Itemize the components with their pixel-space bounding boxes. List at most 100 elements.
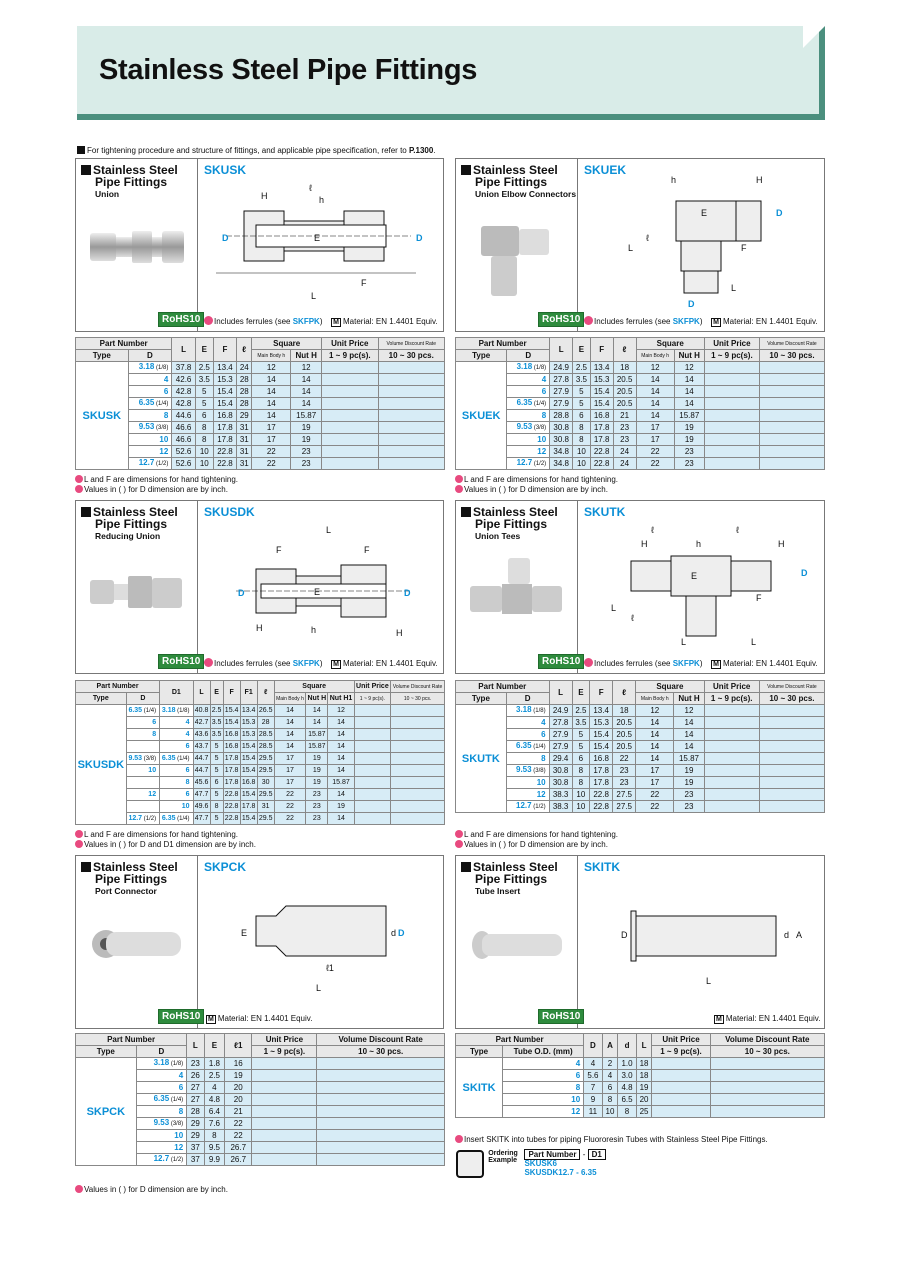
header-d: D [506,349,551,362]
svg-text:d: d [391,928,396,938]
table-cell: 14 [635,385,675,398]
panel-code: SKUSK [204,163,247,177]
header-part-number: Part Number [74,1033,188,1046]
table-cell: 10 [572,457,591,470]
header-d: D [125,692,161,705]
table-cell: 27 [186,1081,205,1094]
table-cell: 27.8 [548,716,573,729]
d-cell: 6.35 (1/4) [135,1093,188,1106]
header-qty2: 10 ~ 30 pcs. [377,349,445,362]
ordering-d1: D1 [587,1149,606,1160]
table-cell: 20.5 [612,385,637,398]
top-note-ref[interactable]: P.1300 [408,146,434,155]
svg-text:D: D [416,233,423,243]
table-cell: 14 [251,397,292,410]
price-cell [377,385,445,398]
table-cell: 5 [571,740,591,753]
inch-value: (3/8) [169,1121,184,1127]
table-cell: 23 [673,800,705,813]
table-cell: 14 [673,716,705,729]
table-cell: 5.6 [583,1069,603,1082]
price-cell [316,1093,445,1106]
ferrule-code[interactable]: SKFPK [672,317,700,326]
table-cell: 23 [305,812,329,825]
price-cell [703,704,760,717]
table-cell: 27.9 [549,385,574,398]
rohs-badge: RoHS10 [158,312,205,327]
note-inch: Values in ( ) for D and D1 dimension are… [84,840,256,849]
table-cell: 5 [572,397,591,410]
d-cell: 8 [502,1081,585,1094]
svg-text:h: h [671,175,676,185]
price-cell [353,704,392,717]
table-cell: 19 [290,433,323,446]
header-d: D [135,1045,188,1058]
table-cell: 8 [209,800,224,813]
ferrule-code[interactable]: SKFPK [292,317,320,326]
title-sub: Union [95,189,120,199]
price-cell [703,409,760,422]
d-cell: 12.7 (1/2) [127,457,173,470]
price-cell [353,788,392,801]
table-cell: 15.4 [239,740,258,753]
table-cell: 19 [635,1081,653,1094]
header-cell: L [549,337,574,362]
table-cell: 22.8 [212,457,238,470]
header-cell: ℓ [256,680,275,705]
table-cell: 14 [327,728,355,741]
table-cell: 27.9 [548,728,573,741]
table-cell: 14 [673,373,705,386]
table-cell: 17.8 [239,800,258,813]
material-text: Material: EN 1.4401 Equiv. [723,659,818,668]
svg-text:ℓ1: ℓ1 [326,963,334,973]
table-cell: 22 [273,788,307,801]
table-cell: 26.7 [224,1141,253,1154]
table-cell: 30.8 [548,776,573,789]
svg-text:H: H [261,191,268,201]
table-cell: 12 [251,361,292,374]
material-icon: M [331,318,342,327]
table-cell: 14 [273,728,307,741]
svg-text:h: h [319,195,324,205]
table-cell: 15.3 [589,373,614,386]
price-cell [353,716,392,729]
product-photo [472,931,562,959]
price-cell [390,812,445,825]
table-cell: 5 [209,788,224,801]
header-qty1: 1 ~ 9 pc(s). [353,692,392,705]
ferrule-code[interactable]: SKFPK [292,659,320,668]
tip-icon [75,1185,83,1193]
price-cell [390,704,445,717]
price-cell [651,1081,711,1094]
ferrule-code[interactable]: SKFPK [672,659,700,668]
price-cell [703,728,760,741]
table-cell: 15.4 [212,385,238,398]
header-nut-h: Nut H [673,692,705,705]
d-cell: 8 [135,1105,188,1118]
table-cell: 2 [601,1057,619,1070]
svg-text:E: E [314,587,320,597]
ordering-part-number: Part Number [524,1149,581,1160]
table-cell: 6.5 [617,1093,637,1106]
d-cell: 12.7 (1/2) [135,1153,188,1166]
table-cell: 15.87 [305,728,329,741]
table-cell: 22.8 [222,800,241,813]
inch-value: (1/4) [175,755,190,762]
price-cell [316,1153,445,1166]
price-cell [316,1081,445,1094]
svg-text:L: L [611,603,616,613]
table-cell: 17 [635,421,675,434]
d-cell: 3.18 (1/8) [505,704,550,717]
